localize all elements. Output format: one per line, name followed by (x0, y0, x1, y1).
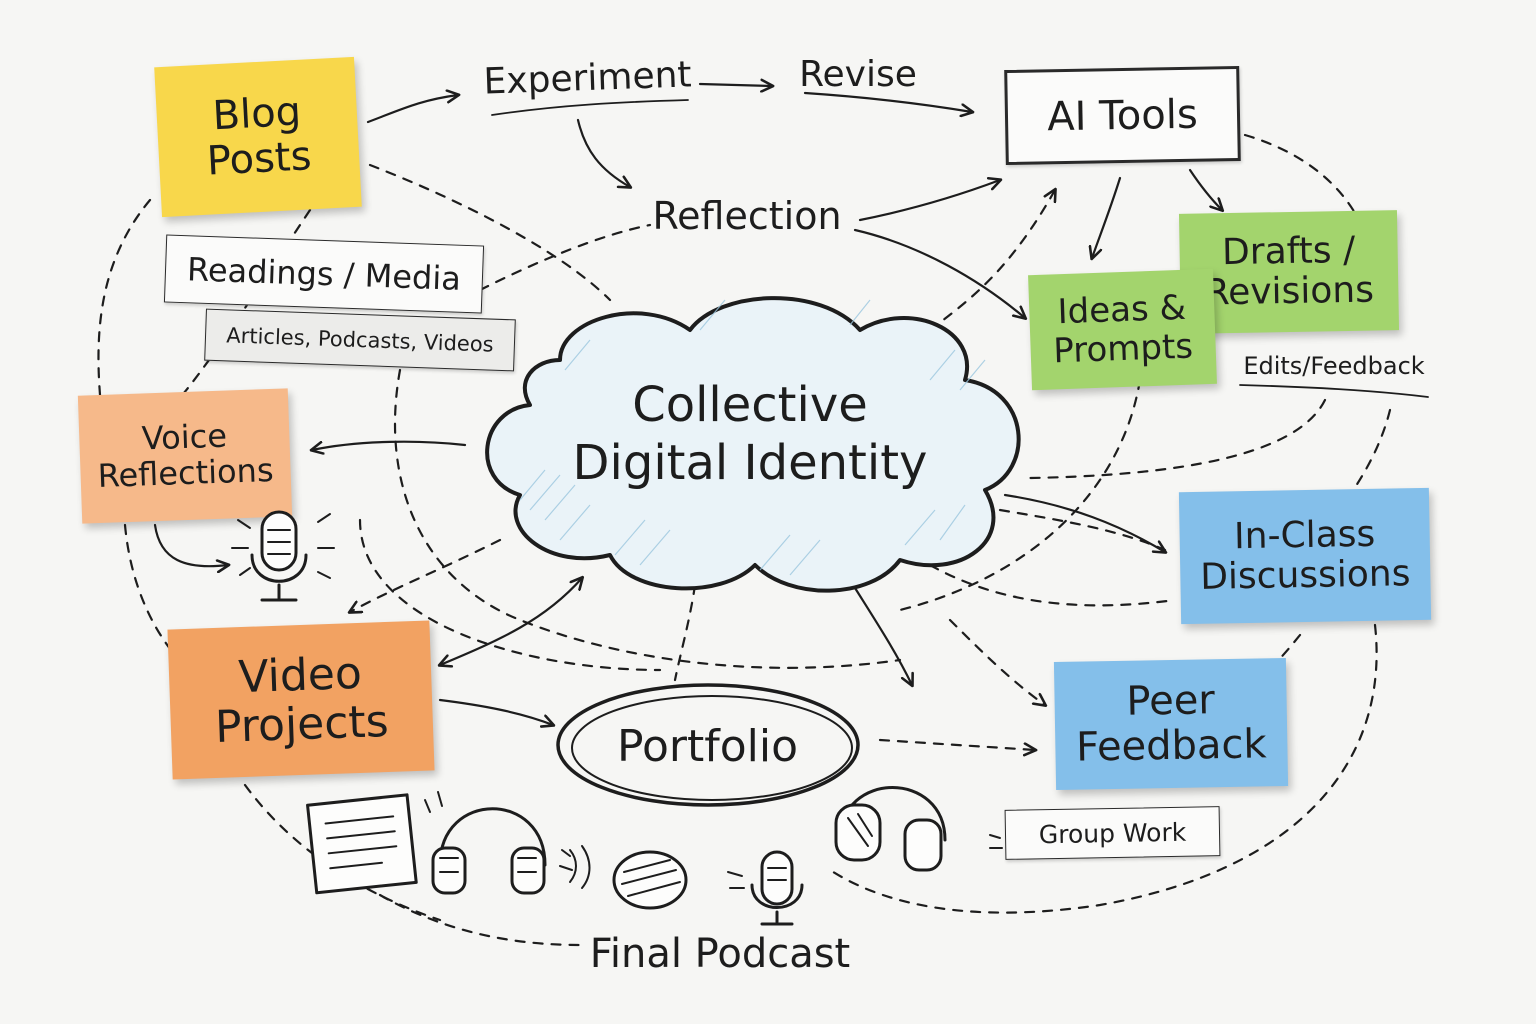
solid-arrow (858, 180, 1000, 222)
dashed-connector (368, 163, 612, 302)
dashed-connector (673, 583, 697, 682)
solid-arrow (1003, 493, 1165, 552)
dashed-connector (928, 563, 1177, 607)
dashed-connector (123, 523, 177, 657)
dashed-connector (393, 368, 902, 669)
solid-arrow (153, 523, 228, 566)
headphones-icon (834, 786, 1003, 872)
dashed-connector (478, 223, 652, 292)
dashed-connector (878, 738, 1035, 750)
dashed-connector (97, 198, 152, 397)
label-final-podcast: Final Podcast (589, 931, 851, 977)
label-edits-feedback: Edits/Feedback (1243, 352, 1425, 380)
dashed-connector (828, 623, 1378, 914)
dashed-connector (948, 618, 1045, 705)
solid-arrow (576, 118, 630, 187)
solid-arrow (1188, 168, 1222, 210)
solid-arrow (848, 578, 912, 685)
dashed-connector (1348, 408, 1392, 497)
solid-arrow (438, 698, 553, 725)
label-portfolio: Portfolio (616, 720, 798, 772)
underline-stroke (1239, 384, 1429, 398)
central-concept: Collective Digital Identity (572, 377, 928, 491)
dashed-connector (928, 190, 1055, 332)
dashed-connector (358, 518, 662, 672)
solid-arrow (803, 91, 972, 112)
solid-arrow (312, 440, 467, 450)
sound-wave-icon (569, 845, 591, 889)
label-reflection: Reflection (652, 194, 842, 238)
solid-arrow (1092, 176, 1122, 258)
underline-stroke (491, 99, 689, 116)
podcast-disc-icon (612, 850, 688, 910)
microphone-icon (231, 510, 335, 602)
label-revise: Revise (799, 53, 917, 95)
headphones-icon (424, 791, 573, 895)
dashed-connector (350, 538, 502, 612)
document-icon (306, 793, 418, 895)
dashed-connector (1028, 398, 1327, 480)
dashed-connector (378, 893, 582, 947)
microphone-icon (727, 850, 804, 926)
solid-arrow (853, 228, 1025, 318)
solid-arrow (698, 84, 772, 86)
solid-arrow (440, 578, 582, 665)
solid-arrow (366, 95, 458, 124)
